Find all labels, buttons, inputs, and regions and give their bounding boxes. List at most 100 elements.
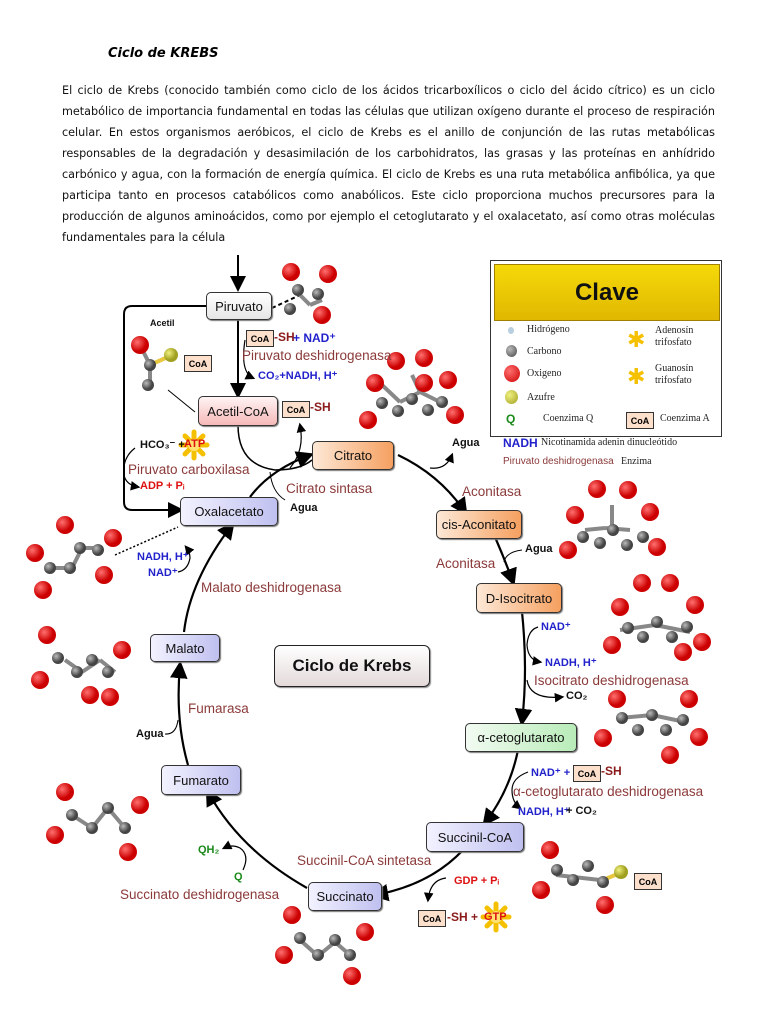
coa-pdh: CoA bbox=[246, 330, 274, 347]
piruvato-molecule bbox=[282, 263, 337, 324]
q-label: Q bbox=[234, 871, 243, 883]
arrow-cis-isocitrato bbox=[493, 536, 517, 587]
coa-acetil: CoA bbox=[184, 355, 212, 372]
document-paragraph: El ciclo de Krebs (conocido también como… bbox=[62, 84, 715, 244]
coa-cetoglutarato: CoA bbox=[573, 765, 601, 782]
enzyme-citrato-sintasa: Citrato sintasa bbox=[286, 481, 373, 496]
arrow-succinato-fumarato bbox=[205, 788, 308, 889]
label-acetil: Acetil bbox=[150, 318, 175, 328]
hydrogen-icon bbox=[508, 327, 514, 334]
co2-nadh-pdh: CO₂+NADH, H⁺ bbox=[258, 370, 338, 382]
arrow-agua-in bbox=[503, 549, 523, 563]
nadh-isocitrato: NADH, H⁺ bbox=[545, 657, 597, 669]
legend-enzyme-example: Piruvato deshidrogenasa bbox=[503, 456, 614, 467]
sh-pdh: -SH bbox=[274, 330, 295, 344]
isocitrato-molecule bbox=[603, 574, 711, 661]
enzyme-aconitasa-2: Aconitasa bbox=[436, 556, 496, 571]
arrow-malato-oxalacetato bbox=[182, 521, 235, 633]
legend-guanosin: Guanosín trifosfato bbox=[655, 363, 694, 386]
nad-isocitrato: NAD⁺ bbox=[541, 621, 571, 633]
gtp-label: GTP bbox=[484, 911, 507, 923]
node-succinil-coa: Succinil-CoA bbox=[426, 822, 524, 852]
arrow-fumarato-malato bbox=[170, 660, 190, 766]
arrow-co2-out bbox=[526, 679, 565, 703]
cetoglutarato-molecule bbox=[594, 690, 708, 764]
coa-succinil-molecule: CoA bbox=[634, 873, 662, 890]
arrow-oxalacetato-citrato bbox=[249, 451, 315, 498]
acetil-molecule bbox=[131, 336, 178, 391]
arrow-agua-out bbox=[429, 452, 454, 469]
legend-q-symbol: Q bbox=[506, 412, 516, 426]
enzyme-succinato-deshidrogenasa: Succinato deshidrogenasa bbox=[120, 887, 280, 902]
legend-azufre: Azufre bbox=[527, 392, 555, 403]
arrow-nad-malato bbox=[177, 545, 195, 573]
arrow-nad-in bbox=[526, 626, 543, 666]
legend-adenosin: Adenosín trifosfato bbox=[655, 325, 694, 348]
legend-nadh-desc: Nicotinamida adenin dinucleótido bbox=[541, 437, 678, 448]
oxalacetato-molecule bbox=[26, 516, 122, 599]
legend-title: Clave bbox=[494, 264, 720, 321]
enzyme-malato-deshidrogenasa: Malato deshidrogenasa bbox=[201, 580, 342, 595]
legend-coenzima-a: Coenzima A bbox=[660, 413, 710, 424]
enzyme-succinil-coa-sintetasa: Succinil-CoA sintetasa bbox=[297, 853, 432, 868]
arrow-succinil-succinato bbox=[370, 849, 464, 902]
nad-cetoglutarato: NAD⁺ + bbox=[531, 767, 571, 779]
arrow-piruvato-oxalacetato bbox=[123, 305, 206, 518]
legend-enzyme-desc: Enzima bbox=[621, 456, 652, 467]
agua-citrato-sintasa: Agua bbox=[290, 502, 318, 514]
center-label: Ciclo de Krebs bbox=[274, 645, 430, 687]
enzyme-isocitrato-deshidrogenasa: Isocitrato deshidrogenasa bbox=[534, 673, 689, 688]
legend-hidrogeno: Hidrógeno bbox=[527, 324, 570, 335]
enzyme-aconitasa-1: Aconitasa bbox=[462, 484, 522, 499]
cis-aconitato-molecule bbox=[559, 480, 666, 559]
node-acetil-coa: Acetil-CoA bbox=[198, 396, 278, 426]
agua-aconitasa-out: Agua bbox=[452, 437, 480, 449]
succinato-molecule bbox=[275, 906, 374, 985]
arrow-agua-citrato bbox=[269, 471, 286, 501]
legend-oxigeno: Oxigeno bbox=[527, 368, 562, 379]
malato-molecule bbox=[31, 626, 131, 706]
node-cis-aconitato: cis-Aconitato bbox=[436, 510, 522, 539]
arrow-q-qh2 bbox=[221, 840, 247, 871]
sulfur-icon bbox=[505, 390, 518, 404]
arrow-isocitrato-ceto bbox=[514, 611, 533, 727]
citrato-molecule bbox=[359, 349, 464, 429]
nad-pdh: + NAD⁺ bbox=[293, 331, 336, 345]
legend-box: Clave Hidrógeno Carbono Oxigeno Azufre Q… bbox=[490, 260, 722, 437]
enzyme-piruvato-carboxilasa: Piruvato carboxilasa bbox=[128, 462, 250, 477]
arrow-pdh-co2 bbox=[243, 339, 256, 380]
sh-succinil: -SH + bbox=[447, 910, 479, 924]
arrow-agua-fumarasa bbox=[164, 719, 179, 735]
node-piruvato: Piruvato bbox=[206, 292, 272, 320]
oxygen-icon bbox=[504, 365, 520, 382]
nadh-cetoglutarato: NADH, H⁺ bbox=[518, 806, 570, 818]
arrow-ceto-succinil bbox=[482, 749, 520, 827]
fumarato-molecule bbox=[46, 783, 149, 861]
node-fumarato: Fumarato bbox=[161, 765, 241, 795]
nadh-malato: NADH, H⁺ bbox=[137, 551, 189, 563]
node-citrato: Citrato bbox=[312, 441, 394, 470]
agua-aconitasa-in: Agua bbox=[525, 543, 553, 555]
atp-star bbox=[178, 429, 210, 461]
arrow-citrato-cis bbox=[397, 454, 468, 516]
carbon-icon bbox=[506, 345, 517, 357]
enzyme-piruvato-deshidrogenasa: Piruvato deshidrogenasa bbox=[242, 348, 392, 363]
node-malato: Malato bbox=[150, 634, 220, 662]
node-succinato: Succinato bbox=[308, 882, 382, 911]
atp-legend-icon: ✱ bbox=[627, 328, 646, 353]
node-cetoglutarato: α-cetoglutarato bbox=[465, 723, 577, 752]
hco3-label: HCO₃⁻ + bbox=[140, 439, 185, 451]
co2-cetoglutarato: + CO₂ bbox=[566, 805, 597, 817]
document-title: Ciclo de KREBS bbox=[108, 46, 219, 61]
gdp-pi-label: GDP + Pᵢ bbox=[454, 875, 500, 887]
enzyme-fumarasa: Fumarasa bbox=[188, 701, 249, 716]
gtp-star bbox=[480, 901, 512, 933]
arrow-coa-release bbox=[289, 422, 307, 469]
legend-coa-symbol: CoA bbox=[626, 412, 654, 429]
co2-isocitrato: CO₂ bbox=[566, 690, 588, 702]
gtp-legend-icon: ✱ bbox=[627, 365, 646, 390]
agua-fumarasa: Agua bbox=[136, 728, 164, 740]
atp-label: ATP bbox=[184, 438, 206, 450]
acetil-dashed-link bbox=[167, 389, 196, 413]
